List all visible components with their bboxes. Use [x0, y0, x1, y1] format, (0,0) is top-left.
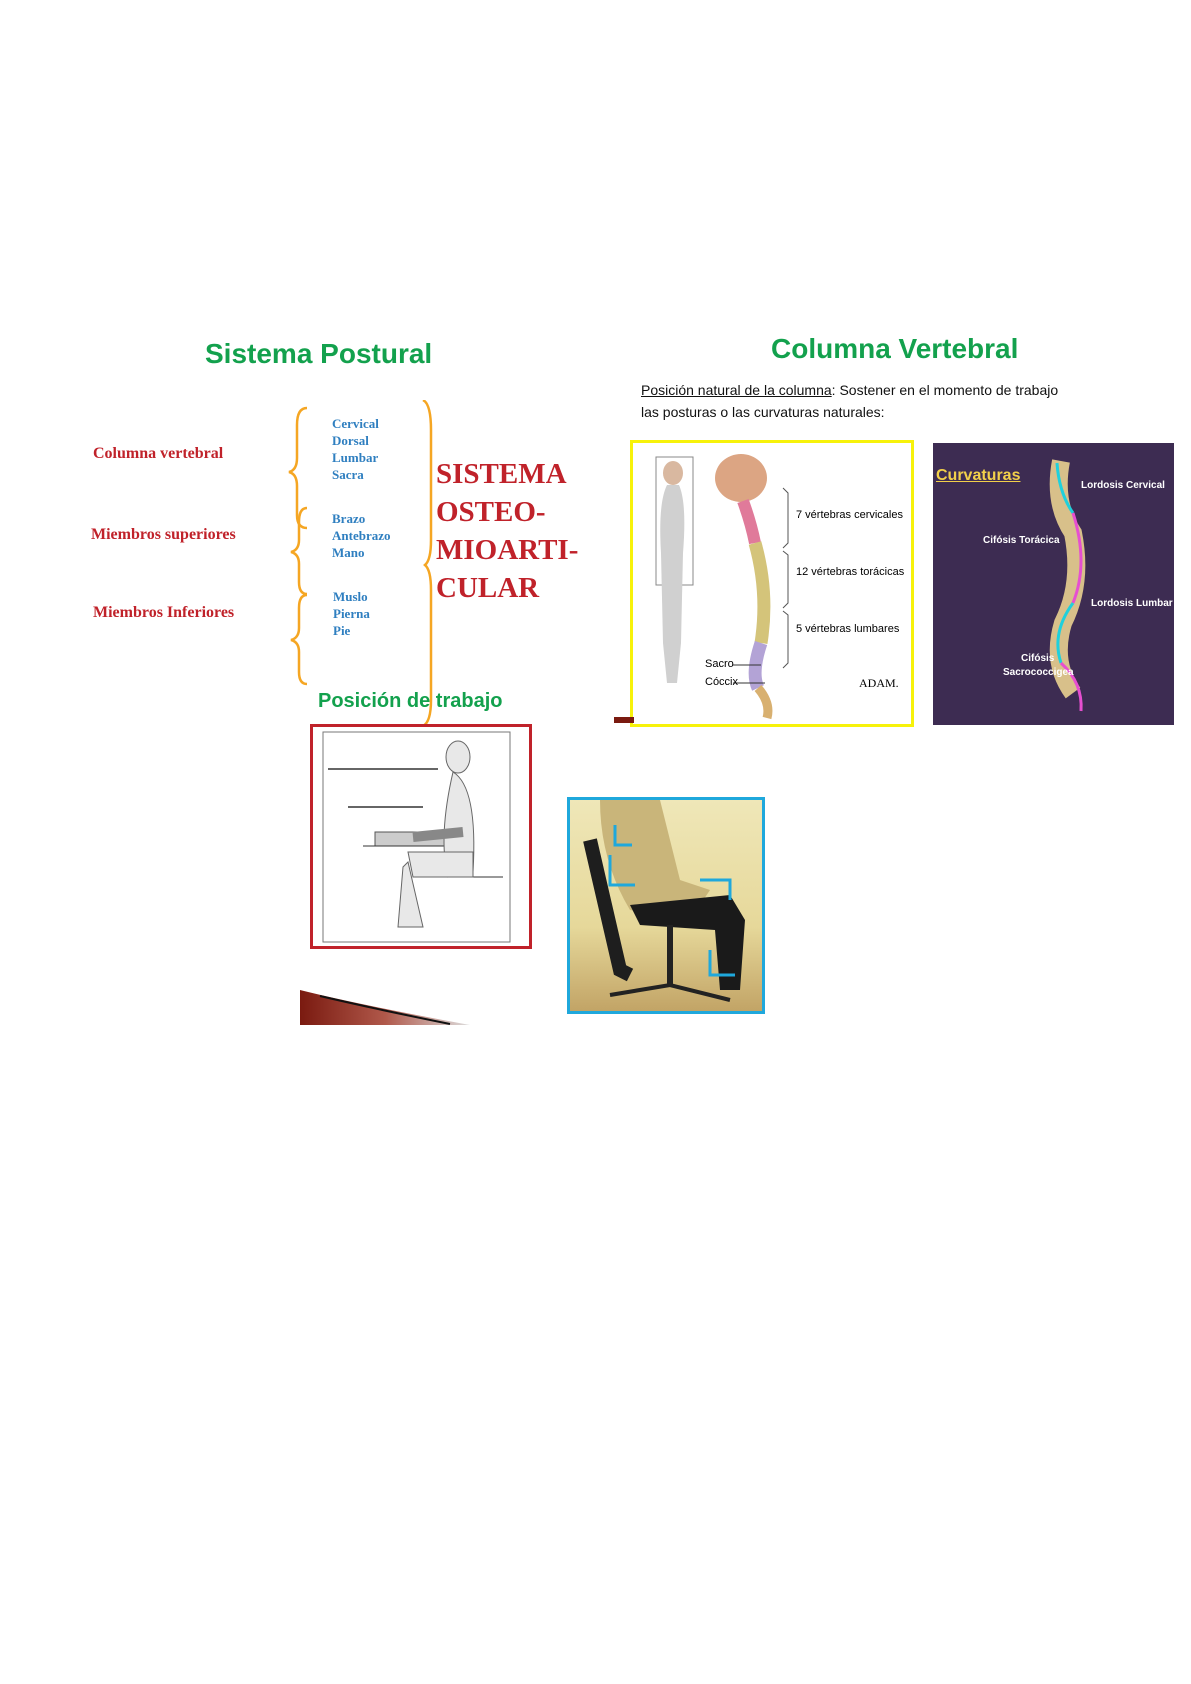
work-posture-drawing — [310, 724, 532, 949]
curvaturas-title: Curvaturas — [936, 467, 1021, 484]
system-line: MIOARTI- — [436, 534, 579, 566]
brace-superiores — [290, 506, 308, 596]
label-lordosis-lumbar: Lordosis Lumbar — [1091, 598, 1173, 609]
label-cifosis: Cifósis — [1021, 653, 1055, 664]
lumbar-segment — [748, 640, 768, 691]
item-brazo: Brazo — [332, 511, 366, 526]
label-toracicas: 12 vértebras torácicas — [796, 566, 905, 578]
item-dorsal: Dorsal — [332, 433, 369, 448]
label-sacro: Sacro — [705, 658, 734, 670]
label-lordosis-cervical: Lordosis Cervical — [1081, 480, 1165, 491]
item-mano: Mano — [332, 545, 365, 560]
label-lumbares: 5 vértebras lumbares — [796, 623, 900, 635]
label-cervicales: 7 vértebras cervicales — [796, 509, 903, 521]
system-line: CULAR — [436, 572, 540, 604]
sistema-postural-title: Sistema Postural — [205, 338, 433, 369]
label-cifosis-toracica: Cifósis Torácica — [983, 535, 1060, 546]
para-line2: las posturas o las curvaturas naturales: — [641, 404, 885, 420]
decorative-wedge — [614, 717, 634, 723]
group-label-columna: Columna vertebral — [93, 445, 224, 462]
brace-columna — [288, 406, 308, 530]
columna-vertebral-title: Columna Vertebral — [771, 333, 1019, 364]
seated-person-photo — [583, 800, 745, 1002]
para-underlined: Posición natural de la columna — [641, 382, 832, 398]
sistema-osteomioarticular: SISTEMA OSTEO- MIOARTI- CULAR — [436, 455, 578, 607]
item-pie: Pie — [333, 623, 351, 638]
item-cervical: Cervical — [332, 416, 379, 431]
item-sacra: Sacra — [332, 467, 364, 482]
system-line: OSTEO- — [436, 496, 546, 528]
posicion-trabajo-title: Posición de trabajo — [318, 690, 503, 712]
seated-figure-drawing — [322, 731, 511, 943]
brace-inferiores — [290, 593, 308, 686]
sacrum-segment — [754, 685, 773, 720]
item-pierna: Pierna — [333, 606, 370, 621]
decorative-red-wedge — [300, 990, 470, 1025]
brace-sistema — [422, 400, 433, 728]
curvaturas-image: Curvaturas Lordosis Cervical Cifósis Tor… — [933, 443, 1174, 725]
thoracic-segment — [748, 541, 771, 645]
columna-items: Cervical Dorsal Lumbar Sacra — [332, 415, 379, 483]
label-sacrococcigea: Sacrococcigea — [1003, 667, 1074, 678]
adam-logo: ADAM. — [859, 676, 899, 690]
system-line: SISTEMA — [436, 458, 567, 490]
item-antebrazo: Antebrazo — [332, 528, 391, 543]
item-muslo: Muslo — [333, 589, 368, 604]
work-posture-photo — [567, 797, 765, 1014]
label-coccix: Cóccix — [705, 676, 739, 688]
cervical-segment — [737, 498, 761, 545]
para-rest: : Sostener en el momento de trabajo — [831, 382, 1059, 398]
spine-anatomy-image: 7 vértebras cervicales 12 vértebras torá… — [630, 440, 914, 727]
orange-braces — [288, 400, 433, 728]
columna-paragraph: Posición natural de la columna: Sostener… — [641, 379, 1058, 423]
spine-illustration — [655, 454, 789, 720]
group-label-superiores: Miembros superiores — [91, 526, 236, 543]
curvature-illustration — [1049, 459, 1086, 712]
inferiores-items: Muslo Pierna Pie — [333, 588, 370, 639]
item-lumbar: Lumbar — [332, 450, 379, 465]
superiores-items: Brazo Antebrazo Mano — [332, 510, 391, 561]
group-label-inferiores: Miembros Inferiores — [93, 604, 235, 621]
